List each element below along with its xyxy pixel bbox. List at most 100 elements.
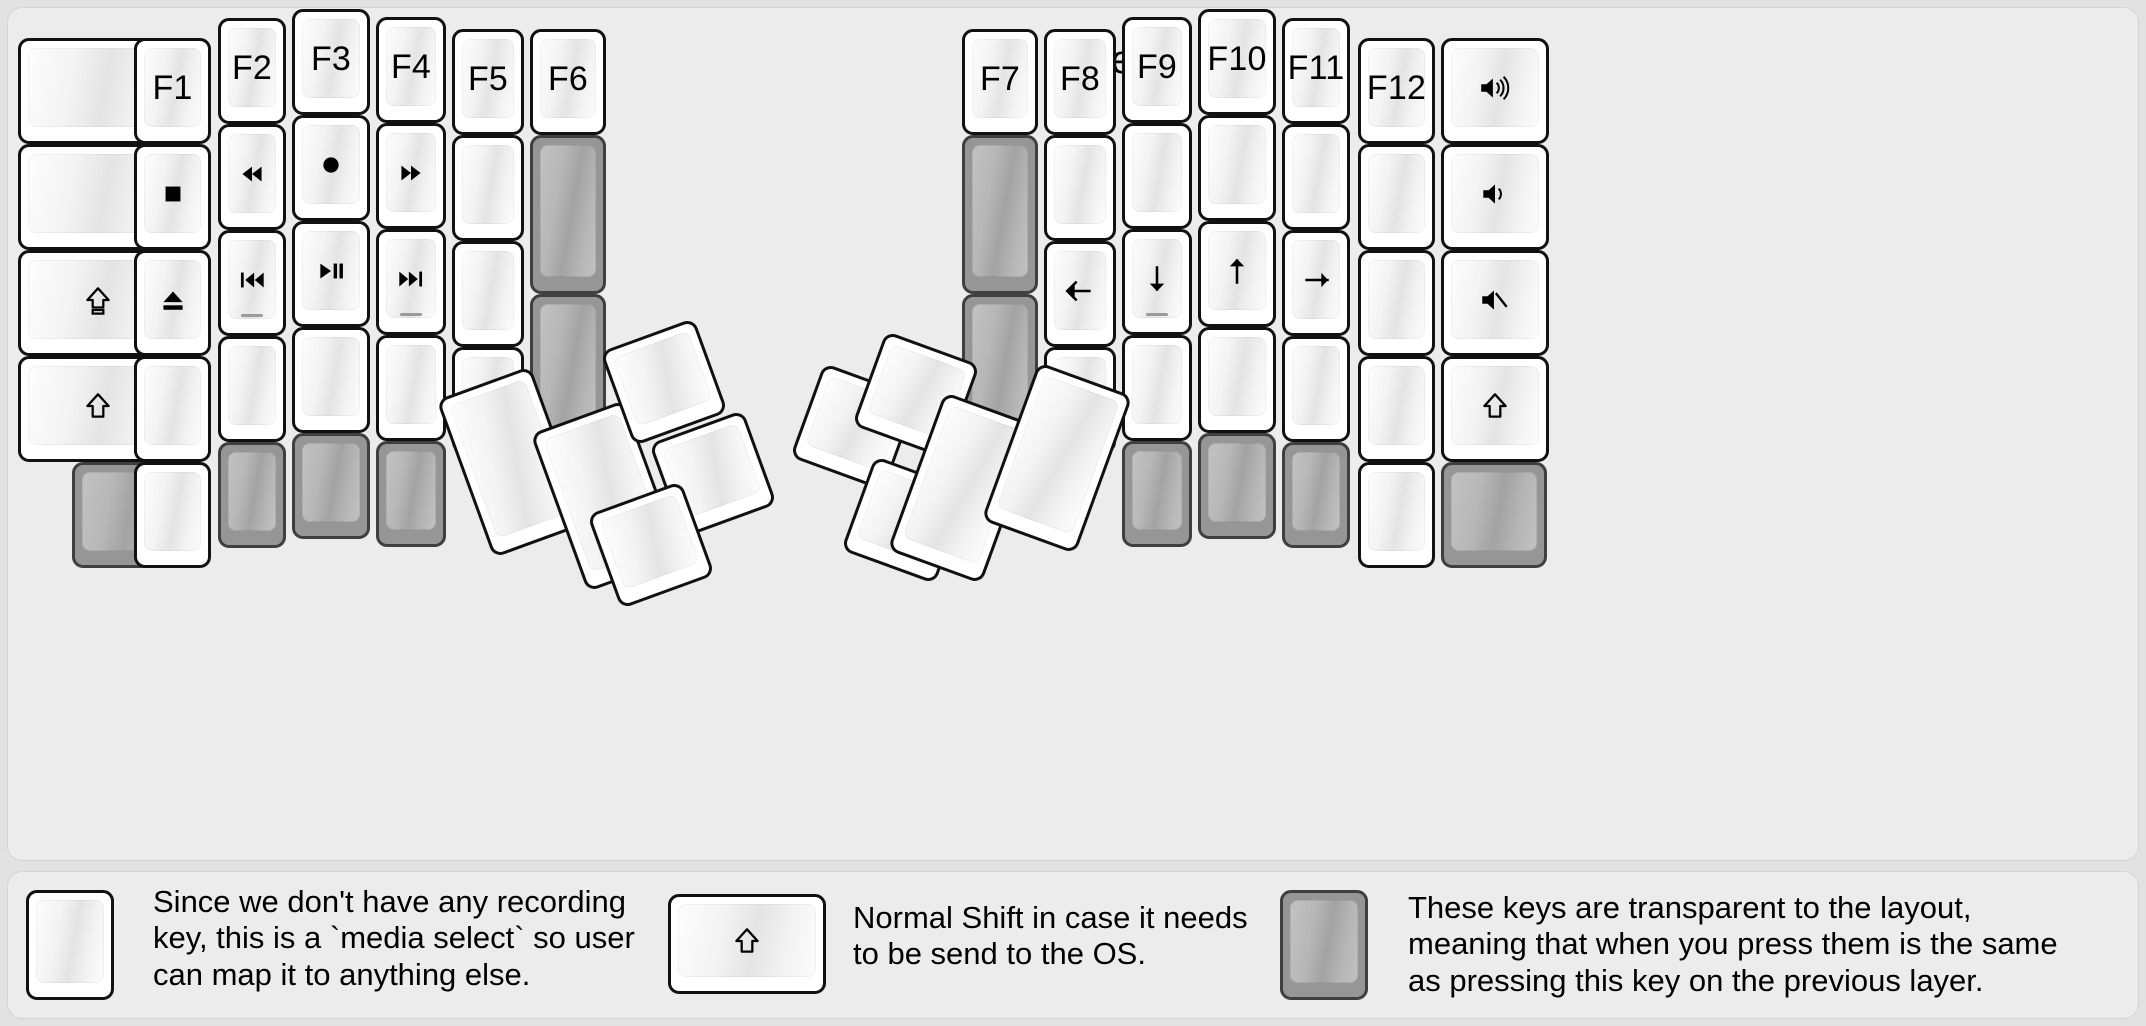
arrow-left-icon (1063, 274, 1097, 308)
keycap-face (678, 904, 816, 977)
key-transparent-l2-4[interactable] (218, 442, 286, 548)
key-blank-r5-2[interactable] (1358, 250, 1435, 356)
key-f12[interactable]: F12 (1358, 38, 1435, 144)
key-fast-forward[interactable] (376, 123, 446, 229)
keycap-face (1368, 154, 1425, 233)
legend-text-3: These keys are transparent to the layout… (1408, 890, 2058, 998)
key-label: F10 (1207, 39, 1267, 78)
key-f4[interactable]: F4 (376, 17, 446, 123)
key-label: F12 (1366, 68, 1427, 107)
key-transparent-l6-1[interactable] (530, 135, 606, 294)
key-blank-l5-1[interactable] (452, 135, 524, 241)
key-blank-r3-1[interactable] (1198, 115, 1276, 221)
key-f10[interactable]: F10 (1198, 9, 1276, 115)
key-mute[interactable] (1441, 250, 1549, 356)
key-shift-r[interactable] (1441, 356, 1549, 462)
keycap-face (144, 154, 201, 233)
key-prev-track[interactable] (218, 230, 286, 336)
key-arrow-left[interactable] (1044, 241, 1116, 347)
key-eject[interactable] (134, 250, 211, 356)
key-blank-r5-1[interactable] (1358, 144, 1435, 250)
keycap-face (972, 145, 1028, 277)
key-label: F1 (152, 68, 193, 107)
keycap-face (1451, 260, 1539, 339)
volume-down-icon (1478, 177, 1512, 211)
key-next-track[interactable] (376, 229, 446, 335)
key-f1[interactable]: F1 (134, 38, 211, 144)
media-next-track-icon (394, 262, 428, 296)
media-stop-icon (156, 177, 190, 211)
key-f6[interactable]: F6 (530, 29, 606, 135)
keycap-face: F12 (1366, 48, 1427, 127)
arrow-down-icon (1140, 262, 1174, 296)
key-transparent-l3-4[interactable] (292, 433, 370, 539)
key-f11[interactable]: F11 (1282, 18, 1350, 124)
legend-key-1 (26, 890, 114, 1000)
keycap-face (1451, 472, 1537, 551)
key-blank-r1-1[interactable] (1044, 135, 1116, 241)
key-arrow-down[interactable] (1122, 229, 1192, 335)
key-transparent-r4-4[interactable] (1282, 442, 1350, 548)
key-volume-up[interactable] (1441, 38, 1549, 144)
key-f9[interactable]: F9 (1122, 17, 1192, 123)
key-arrow-right[interactable] (1282, 230, 1350, 336)
key-transparent-l4-4[interactable] (376, 441, 446, 547)
keycap-face (1292, 346, 1340, 425)
key-blank-l1-3[interactable] (134, 356, 211, 462)
key-arrow-up[interactable] (1198, 221, 1276, 327)
key-play-pause[interactable] (292, 221, 370, 327)
key-f5[interactable]: F5 (452, 29, 524, 135)
media-record-icon (314, 148, 348, 182)
legend-item: Since we don't have any recording key, t… (8, 872, 2138, 1018)
key-transparent-r0-1[interactable] (962, 135, 1038, 294)
key-blank-l5-2[interactable] (452, 241, 524, 347)
key-f3[interactable]: F3 (292, 9, 370, 115)
key-blank-l4-3[interactable] (376, 335, 446, 441)
key-label: F2 (231, 48, 273, 87)
keycap-face: F6 (540, 39, 596, 118)
key-volume-down[interactable] (1441, 144, 1549, 250)
key-sublabel-dash (400, 313, 422, 316)
key-blank-l3-3[interactable] (292, 327, 370, 433)
key-label: F5 (467, 59, 509, 98)
key-media-select[interactable] (292, 115, 370, 221)
key-transparent-r3-4[interactable] (1198, 433, 1276, 539)
keycap-face: F5 (462, 39, 514, 118)
key-label: F3 (310, 39, 352, 78)
keycap-face (540, 145, 596, 277)
media-eject-icon (156, 283, 190, 317)
keycap-face (144, 366, 201, 445)
key-blank-r4-3[interactable] (1282, 336, 1350, 442)
key-blank-r2-3[interactable] (1122, 335, 1192, 441)
key-transparent-r2-4[interactable] (1122, 441, 1192, 547)
keycap-face: F4 (386, 27, 436, 106)
legend-key-2 (668, 894, 826, 994)
key-blank-r5-3[interactable] (1358, 356, 1435, 462)
media-fast-forward-icon (394, 156, 428, 190)
key-blank-l2-3[interactable] (218, 336, 286, 442)
legend-text-1: Since we don't have any recording key, t… (153, 884, 635, 992)
key-f2[interactable]: F2 (218, 18, 286, 124)
keycap-face (1451, 48, 1539, 127)
keycap-face (228, 134, 276, 213)
key-f7[interactable]: F7 (962, 29, 1038, 135)
keycap-face (1292, 240, 1340, 319)
key-blank-r2-1[interactable] (1122, 123, 1192, 229)
keycap-face (386, 451, 436, 530)
media-play-pause-icon (314, 254, 348, 288)
keycap-face (302, 443, 360, 522)
key-blank-r4-1[interactable] (1282, 124, 1350, 230)
keycap-face: F7 (972, 39, 1028, 118)
key-blank-r3-3[interactable] (1198, 327, 1276, 433)
keycap-face (1054, 251, 1106, 330)
key-transparent-r6-4[interactable] (1441, 462, 1547, 568)
keycap-face (228, 346, 276, 425)
keycap-face: F8 (1054, 39, 1106, 118)
key-rewind[interactable] (218, 124, 286, 230)
key-f8[interactable]: F8 (1044, 29, 1116, 135)
key-blank-r5-4[interactable] (1358, 462, 1435, 568)
keycap-face (1451, 366, 1539, 445)
keycap-face (1208, 443, 1266, 522)
key-blank-l1-4[interactable] (134, 462, 211, 568)
key-stop[interactable] (134, 144, 211, 250)
